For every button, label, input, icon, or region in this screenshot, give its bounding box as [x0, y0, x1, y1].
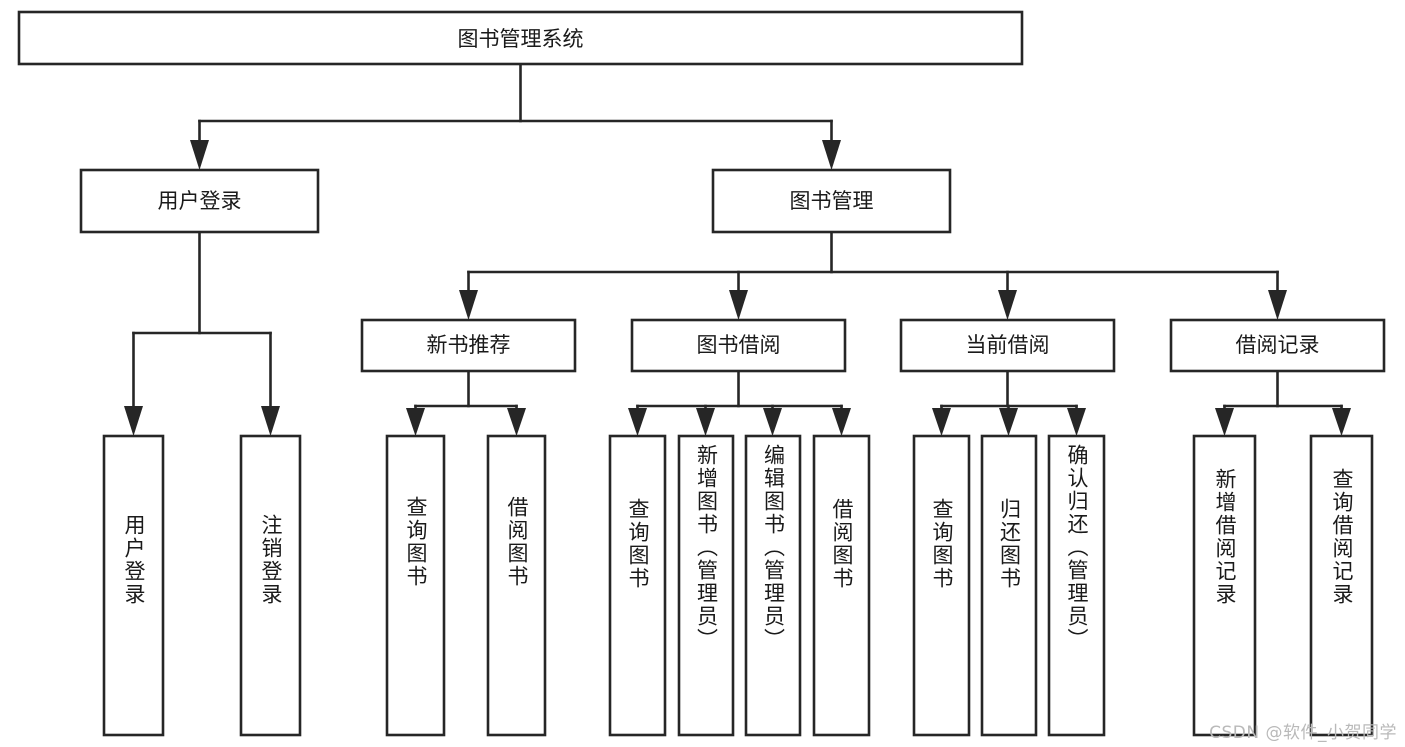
arrow-book-borrow [729, 290, 748, 320]
vlabel-wrap-leaf-query-book-2: 查询图书 [610, 436, 665, 735]
node-leaf-query-book-2[interactable] [608, 434, 667, 737]
label-leaf-add-book: 新增图书（管理员） [694, 444, 719, 651]
arrow-leaf-query-book-3 [932, 408, 951, 436]
label-leaf-borrow-book-1: 借阅图书 [505, 496, 529, 588]
label-leaf-add-record: 新增借阅记录 [1213, 468, 1237, 606]
node-user-login[interactable] [79, 168, 320, 234]
label-new-book-recommend: 新书推荐 [427, 333, 511, 357]
label-leaf-confirm-return: 确认归还（管理员） [1065, 444, 1089, 651]
vlabel-wrap-leaf-user-logout: 注销登录 [241, 436, 300, 735]
node-book-manage[interactable] [711, 168, 952, 234]
node-leaf-edit-book[interactable] [744, 434, 802, 737]
label-leaf-edit-book: 编辑图书（管理员） [761, 444, 786, 651]
arrow-current-borrow [998, 290, 1017, 320]
arrow-leaf-borrow-book-1 [507, 408, 526, 436]
node-new-book-recommend[interactable] [360, 318, 577, 373]
horizontal-labels: 图书管理系统 用户登录 图书管理 新书推荐 图书借阅 当前借阅 借阅记录 [158, 27, 1320, 357]
node-leaf-borrow-book-2[interactable] [812, 434, 871, 737]
vlabel-wrap-leaf-add-book: 新增图书（管理员） [679, 436, 733, 735]
label-leaf-query-book-3: 查询图书 [930, 498, 954, 590]
label-user-login: 用户登录 [158, 189, 242, 213]
label-leaf-return-book: 归还图书 [997, 498, 1022, 590]
arrow-leaf-user-logout [261, 406, 280, 436]
node-leaf-user-logout[interactable] [239, 434, 302, 737]
node-leaf-query-record[interactable] [1309, 434, 1374, 737]
node-book-borrow[interactable] [630, 318, 847, 373]
vlabel-wrap-leaf-user-login: 用户登录 [104, 436, 163, 735]
arrow-leaf-return-book [999, 408, 1018, 436]
arrow-leaf-confirm-return [1067, 408, 1086, 436]
connectors [124, 62, 1351, 436]
node-leaf-query-book-3[interactable] [912, 434, 971, 737]
vlabel-wrap-leaf-borrow-book-2: 借阅图书 [814, 436, 869, 735]
vlabel-wrap-leaf-borrow-book-1: 借阅图书 [488, 436, 545, 735]
vlabel-wrap-leaf-confirm-return: 确认归还（管理员） [1049, 436, 1104, 735]
label-book-manage: 图书管理 [790, 189, 874, 213]
arrow-leaf-query-book-2 [628, 408, 647, 436]
label-leaf-query-book-2: 查询图书 [626, 498, 650, 590]
arrow-leaf-query-book-1 [406, 408, 425, 436]
vlabel-wrap-leaf-return-book: 归还图书 [982, 436, 1036, 735]
label-leaf-borrow-book-2: 借阅图书 [830, 498, 854, 590]
arrow-new-book-recommend [459, 290, 478, 320]
label-leaf-query-record: 查询借阅记录 [1330, 468, 1354, 606]
node-leaf-confirm-return[interactable] [1047, 434, 1106, 737]
arrow-leaf-user-login [124, 406, 143, 436]
label-book-borrow: 图书借阅 [697, 333, 781, 357]
label-borrow-record: 借阅记录 [1236, 333, 1320, 357]
vlabel-wrap-leaf-query-book-1: 查询图书 [387, 436, 444, 735]
arrow-to-book-manage [822, 140, 841, 170]
vlabel-wrap-leaf-edit-book: 编辑图书（管理员） [746, 436, 800, 735]
node-leaf-add-book[interactable] [677, 434, 735, 737]
watermark-text: CSDN @软件_小贺同学 [1209, 723, 1397, 743]
arrow-leaf-add-record [1215, 408, 1234, 436]
arrow-leaf-add-book [696, 408, 715, 436]
label-leaf-user-login: 用户登录 [122, 514, 146, 606]
node-leaf-return-book[interactable] [980, 434, 1038, 737]
arrow-to-user-login [190, 140, 209, 170]
node-leaf-add-record[interactable] [1192, 434, 1257, 737]
node-leaf-query-book-1[interactable] [385, 434, 446, 737]
vlabel-wrap-leaf-query-record: 查询借阅记录 [1311, 436, 1372, 735]
arrow-leaf-edit-book [763, 408, 782, 436]
vlabel-wrap-leaf-add-record: 新增借阅记录 [1194, 436, 1255, 735]
arrow-borrow-record [1268, 290, 1287, 320]
arrow-leaf-query-record [1332, 408, 1351, 436]
node-boxes [17, 10, 1386, 737]
vlabel-wrap-leaf-query-book-3: 查询图书 [914, 436, 969, 735]
label-leaf-user-logout: 注销登录 [259, 514, 283, 606]
node-borrow-record[interactable] [1169, 318, 1386, 373]
label-current-borrow: 当前借阅 [966, 333, 1050, 357]
arrow-leaf-borrow-book-2 [832, 408, 851, 436]
node-current-borrow[interactable] [899, 318, 1116, 373]
node-root-book-management-system[interactable] [17, 10, 1024, 66]
node-leaf-user-login[interactable] [102, 434, 165, 737]
node-leaf-borrow-book-1[interactable] [486, 434, 547, 737]
label-root: 图书管理系统 [458, 27, 584, 51]
label-leaf-query-book-1: 查询图书 [404, 496, 428, 588]
